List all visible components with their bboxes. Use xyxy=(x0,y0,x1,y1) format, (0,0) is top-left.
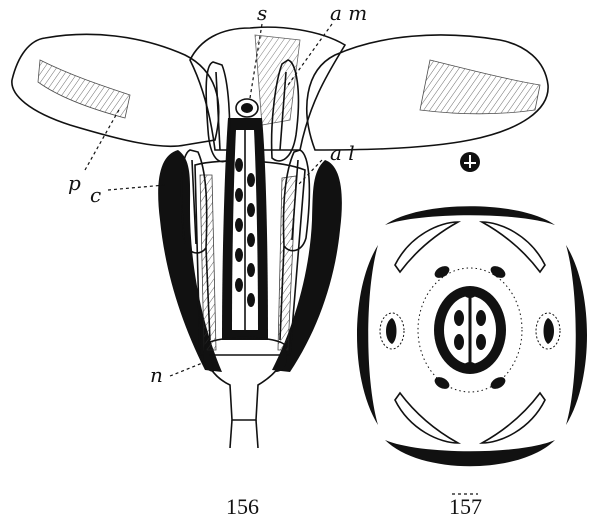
petal-top-left xyxy=(395,222,458,272)
label-c: c xyxy=(90,183,101,207)
flower-section-drawing xyxy=(12,27,548,448)
figure-number-156: 156 xyxy=(226,494,259,519)
receptacle xyxy=(205,338,286,421)
label-s: s xyxy=(257,1,267,25)
petal-top-right xyxy=(482,222,545,272)
sepal-left xyxy=(357,245,378,425)
figure-number-157: 157 xyxy=(449,494,482,519)
sepal-right xyxy=(566,245,587,425)
sepal-top xyxy=(385,206,555,225)
label-n: n xyxy=(150,363,163,387)
label-am: a m xyxy=(330,1,367,25)
sepal-bottom xyxy=(385,440,555,466)
label-p: p xyxy=(68,171,81,195)
petal-bottom-right xyxy=(482,393,545,443)
floral-diagram xyxy=(357,152,587,466)
petal-bottom-left xyxy=(395,393,458,443)
label-al: a l xyxy=(330,141,355,165)
